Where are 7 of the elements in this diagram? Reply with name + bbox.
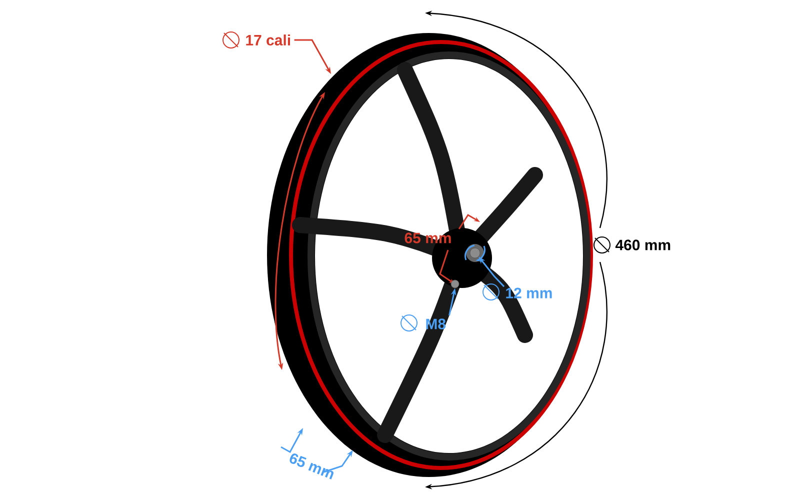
dimension-label: 460 mm <box>615 240 670 250</box>
dimension-label: 12 mm <box>506 288 552 298</box>
bolt-hole <box>470 248 480 258</box>
dimension-label: 65 mm <box>290 454 334 480</box>
dimension-label: 65 mm <box>404 232 451 244</box>
dimension-label: 17 cali <box>246 34 290 46</box>
bolt-hole <box>450 280 460 288</box>
